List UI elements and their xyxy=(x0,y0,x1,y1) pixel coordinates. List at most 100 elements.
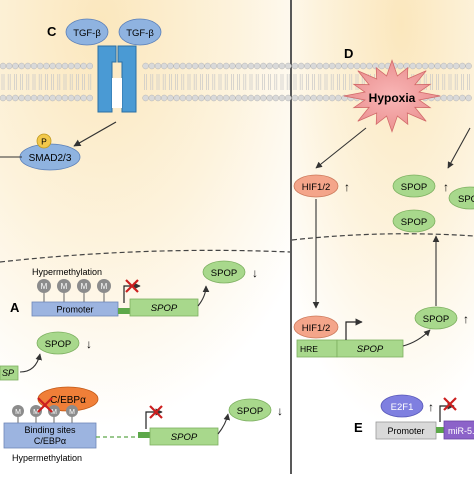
promoter-label-top: Promoter xyxy=(56,305,93,315)
spop-gene-label-bottom: SPOP xyxy=(171,432,198,443)
lipid-head xyxy=(160,94,168,102)
spop-protein-label: SPOP xyxy=(401,217,427,228)
spop-gene-top xyxy=(129,298,199,317)
spop-gene-partial-label: SP xyxy=(2,368,14,378)
lipid-head xyxy=(260,94,267,102)
spop-down-arrow-a3: ↓ xyxy=(277,404,283,418)
phosphate-badge xyxy=(36,133,52,149)
lipid-head xyxy=(310,62,317,70)
lipid-head xyxy=(36,94,44,102)
methyl-mark-label: M xyxy=(41,282,48,291)
lipid-head xyxy=(210,94,218,102)
smad-protein: SMAD2/3 P xyxy=(19,133,81,171)
lipid-head xyxy=(297,62,305,70)
lipid-head xyxy=(378,62,386,70)
inhibit-x-bottom xyxy=(149,405,163,419)
tgf-beta-label-right: TGF-β xyxy=(126,28,154,39)
lipid-head xyxy=(74,94,81,102)
lipid-head xyxy=(434,62,441,70)
lipid-head xyxy=(235,94,242,102)
methyl-mark-label: M xyxy=(69,409,75,416)
inhibit-x-top xyxy=(125,279,139,293)
lipid-head xyxy=(316,94,324,102)
panel-label-d: D xyxy=(344,46,353,61)
panel-label-c: C xyxy=(47,24,57,39)
tss-block-e xyxy=(436,427,444,433)
spop-expression-arrow-bottom xyxy=(217,413,231,435)
spop-gene-label-top: SPOP xyxy=(151,303,178,314)
lipid-head xyxy=(272,94,280,102)
lipid-head xyxy=(216,62,224,70)
lipid-head xyxy=(142,94,149,102)
lipid-head xyxy=(204,94,211,102)
lipid-head xyxy=(316,62,324,70)
transcription-arrow-d xyxy=(345,318,363,340)
binding-sites-box xyxy=(3,422,97,449)
lipid-head xyxy=(465,62,472,70)
methyl-mark xyxy=(57,279,71,293)
lipid-head xyxy=(30,62,38,70)
inhibit-x-cebp xyxy=(37,397,53,413)
lipid-head xyxy=(12,94,19,102)
lipid-head xyxy=(185,62,193,70)
methyl-mark xyxy=(12,405,24,417)
lipid-head xyxy=(459,62,466,70)
lipid-head xyxy=(55,62,63,70)
hypermethylation-label-bottom: Hypermethylation xyxy=(12,453,82,463)
lipid-head xyxy=(291,62,299,70)
lipid-head xyxy=(440,62,448,70)
lipid-head xyxy=(328,94,336,102)
phosphate-label: P xyxy=(41,137,47,147)
methyl-mark xyxy=(77,279,91,293)
methyl-mark-label: M xyxy=(101,282,108,291)
lipid-head xyxy=(304,62,311,70)
hif-up-arrow: ↑ xyxy=(344,180,350,194)
e2f1-up-arrow: ↑ xyxy=(428,400,434,414)
methyl-mark-label: M xyxy=(51,409,57,416)
lipid-head xyxy=(18,94,25,102)
lipid-head xyxy=(297,94,305,102)
lipid-head xyxy=(5,94,13,102)
lipid-head xyxy=(74,62,81,70)
lipid-head xyxy=(366,62,373,70)
spop-protein-d-partial: SPO xyxy=(448,186,474,210)
lipid-head xyxy=(397,62,404,70)
spop-up-arrow-d: ↑ xyxy=(443,180,449,194)
lipid-head xyxy=(465,94,472,102)
lipid-head xyxy=(0,62,7,70)
lipid-head xyxy=(210,62,218,70)
lipid-head xyxy=(179,62,187,70)
lipid-head xyxy=(304,94,311,102)
lipid-head xyxy=(284,62,292,70)
lipid-head xyxy=(185,94,193,102)
spop-expression-arrow-mid xyxy=(19,353,42,373)
lipid-head xyxy=(67,62,75,70)
lipid-head xyxy=(173,94,180,102)
mir-gene-box xyxy=(443,420,474,440)
receptor-gap xyxy=(112,78,122,108)
lipid-head xyxy=(335,62,342,70)
methyl-group-row-bottom: M M M M xyxy=(12,405,78,424)
spop-expression-arrow-d xyxy=(402,329,431,347)
lipid-head xyxy=(353,62,361,70)
hypoxia-label: Hypoxia xyxy=(369,91,416,105)
lipid-head xyxy=(198,62,205,70)
e2f1-protein: E2F1 xyxy=(380,394,424,418)
lipid-head xyxy=(247,94,255,102)
transcription-arrow-top xyxy=(123,282,141,303)
nuclear-envelope-left xyxy=(0,249,291,263)
lipid-head xyxy=(216,94,224,102)
lipid-head xyxy=(452,62,460,70)
tgf-beta-ligand-right: TGF-β xyxy=(118,18,162,46)
lipid-head xyxy=(36,62,44,70)
mir-label: miR-5... xyxy=(448,426,474,436)
lipid-head xyxy=(310,94,317,102)
lipid-head xyxy=(148,94,156,102)
spop-protein-a2: SPOP xyxy=(36,331,80,355)
lipid-head xyxy=(12,62,19,70)
tgf-beta-receptor xyxy=(97,45,137,113)
spop-gene-d xyxy=(336,339,404,358)
lipid-head xyxy=(428,62,435,70)
